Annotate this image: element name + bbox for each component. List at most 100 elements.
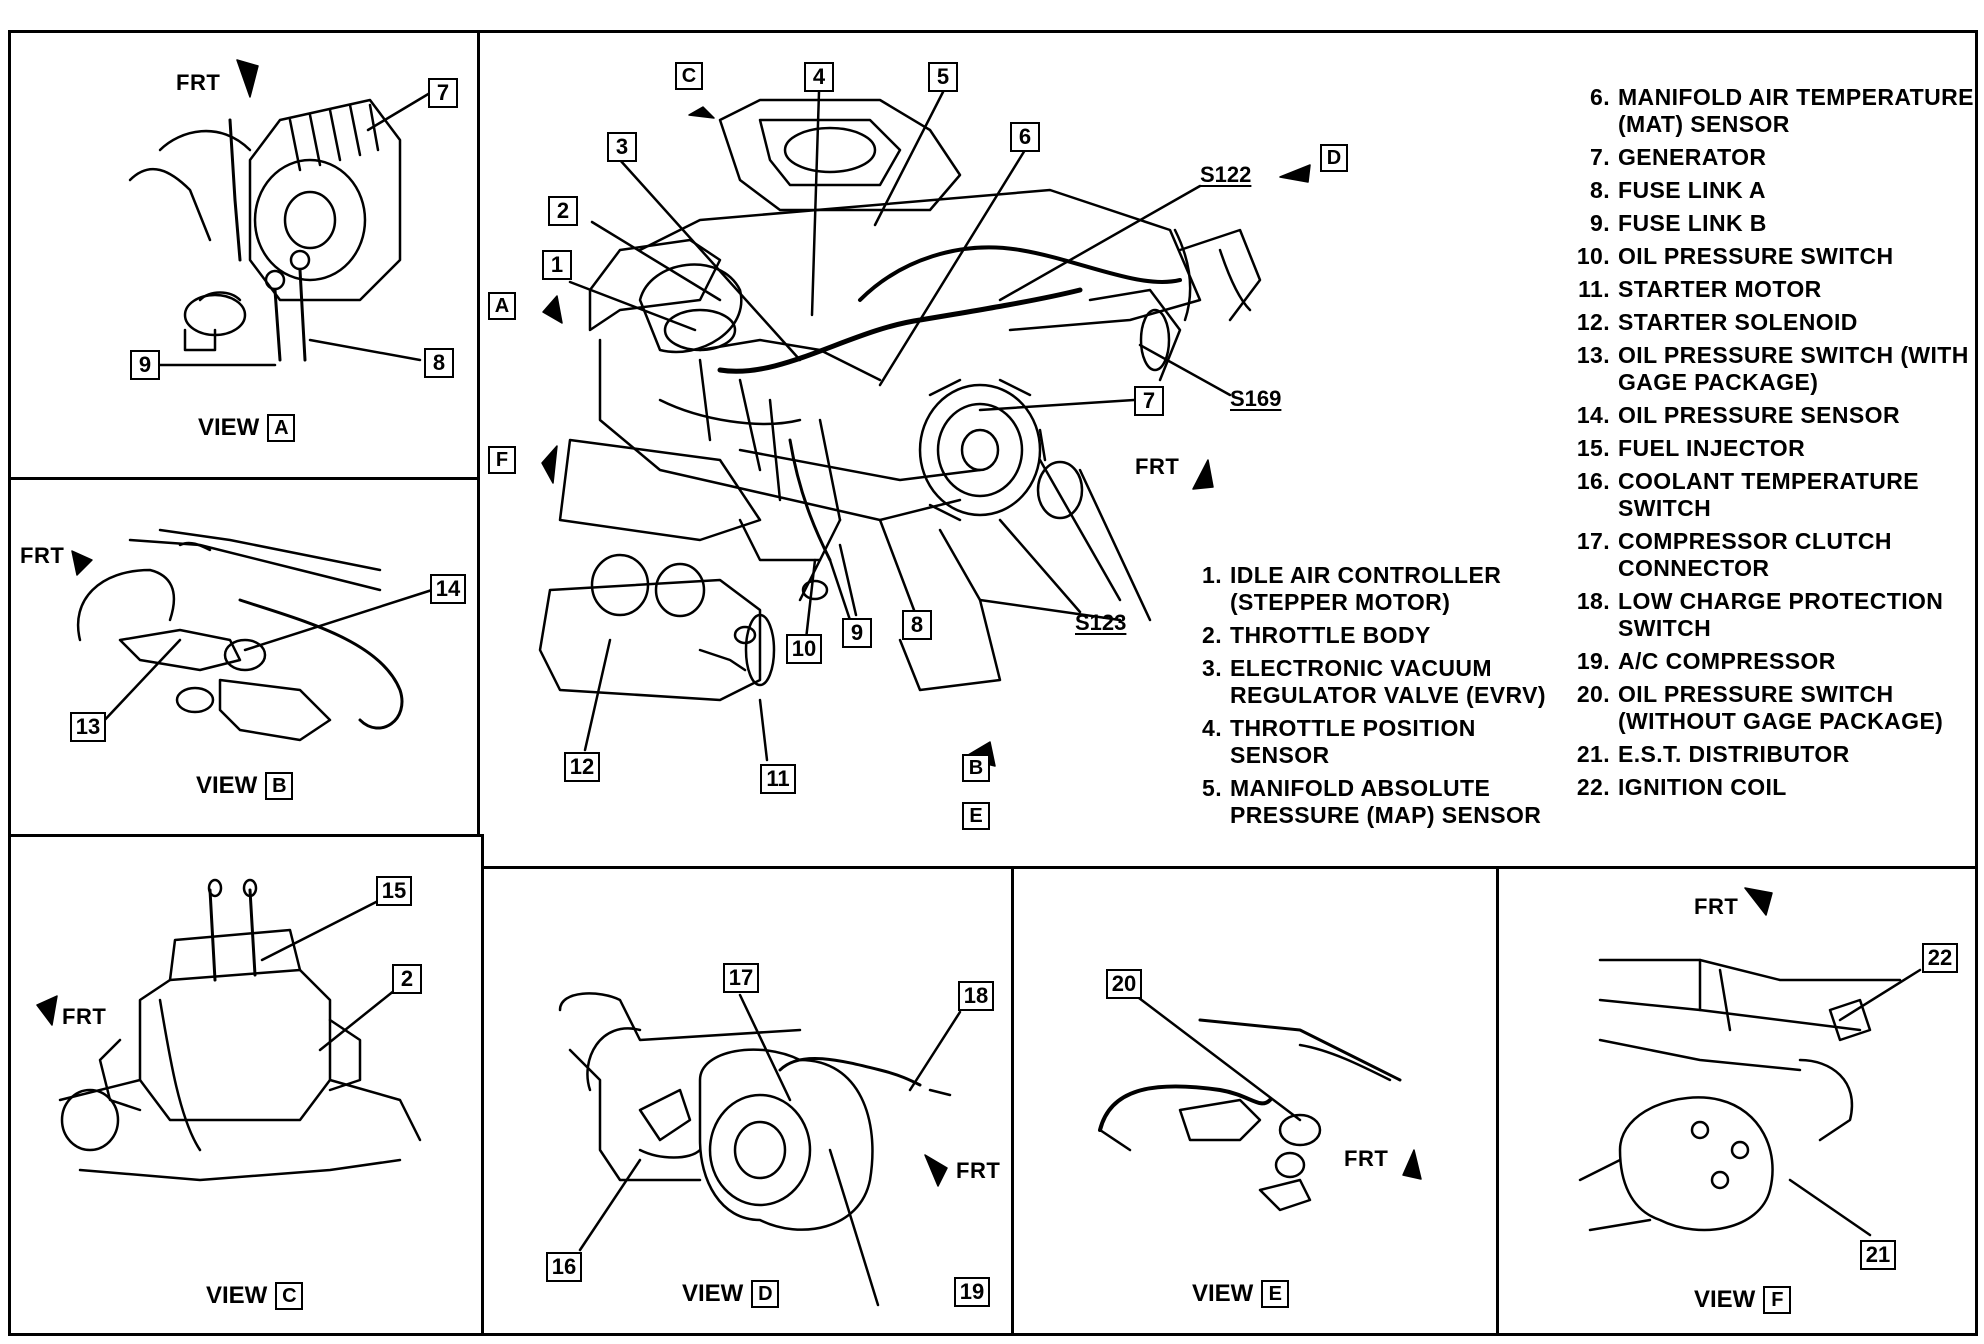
legend-text: MANIFOLD AIR TEMPERATURE (MAT) SENSOR xyxy=(1618,84,1974,137)
legend-item: 19. A/C COMPRESSOR xyxy=(1566,648,1978,675)
legend-item: 12. STARTER SOLENOID xyxy=(1566,309,1978,336)
view-b-frt-label: FRT xyxy=(20,543,65,568)
view-d-word: VIEW xyxy=(682,1280,744,1307)
callout-10: 10 xyxy=(786,634,822,664)
legend-text: THROTTLE POSITION SENSOR xyxy=(1230,715,1476,768)
legend-text: OIL PRESSURE SWITCH (WITHOUT GAGE PACKAG… xyxy=(1618,681,1944,734)
view-e-callout-20: 20 xyxy=(1106,969,1142,999)
legend-text: E.S.T. DISTRIBUTOR xyxy=(1618,741,1850,767)
legend-item: 7.GENERATOR xyxy=(1566,144,1978,171)
view-d-label: VIEW D xyxy=(682,1280,780,1308)
view-c-callout-15: 15 xyxy=(376,876,412,906)
view-a-word: VIEW xyxy=(198,414,260,441)
view-d-letter: D xyxy=(751,1280,780,1308)
view-f-illustration xyxy=(1578,958,1922,1237)
view-a-label: VIEW A xyxy=(198,414,296,442)
view-a-callout-7: 7 xyxy=(428,78,458,108)
view-a-illustration xyxy=(128,88,437,367)
legend-num: 5. xyxy=(1202,775,1222,801)
panel-view-f xyxy=(1496,866,1978,1336)
legend-item: 21.E.S.T. DISTRIBUTOR xyxy=(1566,741,1978,768)
legend-text: FUSE LINK A xyxy=(1618,177,1766,203)
legend-item: 17. COMPRESSOR CLUTCH CONNECTOR xyxy=(1566,528,1978,582)
view-c-word: VIEW xyxy=(206,1282,268,1309)
legend-num: 6. xyxy=(1590,84,1610,110)
legend-item: 16.COOLANT TEMPERATURE SWITCH xyxy=(1566,468,1978,522)
view-e-letter: E xyxy=(1261,1280,1290,1308)
legend-item: 2. THROTTLE BODY xyxy=(1178,622,1558,649)
view-c-frt-label: FRT xyxy=(62,1004,107,1029)
legend-text: FUSE LINK B xyxy=(1618,210,1767,236)
view-d-illustration xyxy=(558,992,962,1307)
legend-item: 18.LOW CHARGE PROTECTION SWITCH xyxy=(1566,588,1978,642)
view-f-frt-label: FRT xyxy=(1694,894,1739,919)
callout-7: 7 xyxy=(1134,386,1164,416)
legend-text: IGNITION COIL xyxy=(1618,774,1787,800)
view-f-callout-21: 21 xyxy=(1860,1240,1896,1270)
view-b-letter: B xyxy=(265,772,294,800)
view-b-illustration xyxy=(76,528,434,742)
legend-num: 19. xyxy=(1576,648,1610,674)
splice-s169: S169 xyxy=(1230,386,1282,411)
legend-text: OIL PRESSURE SWITCH xyxy=(1618,243,1894,269)
view-a-frt-label: FRT xyxy=(176,70,221,95)
splice-s123: S123 xyxy=(1075,610,1127,635)
view-d-frt-label: FRT xyxy=(956,1158,1001,1183)
legend-num: 15. xyxy=(1576,435,1610,461)
legend-item: 4.THROTTLE POSITION SENSOR xyxy=(1178,715,1558,769)
legend-text: STARTER MOTOR xyxy=(1618,276,1822,302)
view-e-frt-label: FRT xyxy=(1344,1146,1389,1171)
legend-text: COMPRESSOR CLUTCH CONNECTOR xyxy=(1618,528,1892,581)
legend-item: 5. MANIFOLD ABSOLUTE PRESSURE (MAP) SENSO… xyxy=(1178,775,1558,829)
legend-item: 15. FUEL INJECTOR xyxy=(1566,435,1978,462)
callout-4: 4 xyxy=(804,62,834,92)
view-b-callout-13: 13 xyxy=(70,712,106,742)
legend-num: 13. xyxy=(1576,342,1610,368)
view-d-callout-19: 19 xyxy=(954,1277,990,1307)
legend-item: 3.ELECTRONIC VACUUM REGULATOR VALVE (EVR… xyxy=(1178,655,1558,709)
legend-item: 11. STARTER MOTOR xyxy=(1566,276,1978,303)
legend-left-column: 1.IDLE AIR CONTROLLER (STEPPER MOTOR) 2.… xyxy=(1178,562,1558,835)
callout-2: 2 xyxy=(548,196,578,226)
main-leaders xyxy=(568,90,1232,762)
legend-text: THROTTLE BODY xyxy=(1230,622,1431,648)
view-b-word: VIEW xyxy=(196,772,258,799)
view-f-callout-22: 22 xyxy=(1922,943,1958,973)
view-c-illustration xyxy=(58,878,422,1182)
legend-num: 12. xyxy=(1576,309,1610,335)
callout-6: 6 xyxy=(1010,122,1040,152)
legend-num: 1. xyxy=(1202,562,1222,588)
view-ref-d: D xyxy=(1320,144,1348,172)
main-frt-label: FRT xyxy=(1135,454,1180,479)
legend-text: COOLANT TEMPERATURE SWITCH xyxy=(1618,468,1920,521)
legend-text: FUEL INJECTOR xyxy=(1618,435,1806,461)
legend-num: 14. xyxy=(1576,402,1610,428)
view-c-letter: C xyxy=(275,1282,304,1310)
view-e-illustration xyxy=(1098,993,1402,1212)
legend-num: 17. xyxy=(1576,528,1610,554)
legend-text: STARTER SOLENOID xyxy=(1618,309,1858,335)
view-ref-e: E xyxy=(962,802,990,830)
legend-text: A/C COMPRESSOR xyxy=(1618,648,1836,674)
callout-12: 12 xyxy=(564,752,600,782)
view-a-letter: A xyxy=(267,414,296,442)
callout-11: 11 xyxy=(760,764,796,794)
legend-right-column: 6.MANIFOLD AIR TEMPERATURE (MAT) SENSOR … xyxy=(1566,84,1978,807)
view-e-word: VIEW xyxy=(1192,1280,1254,1307)
legend-text: OIL PRESSURE SENSOR xyxy=(1618,402,1900,428)
legend-text: LOW CHARGE PROTECTION SWITCH xyxy=(1618,588,1944,641)
legend-text: MANIFOLD ABSOLUTE PRESSURE (MAP) SENSOR xyxy=(1230,775,1542,828)
legend-num: 11. xyxy=(1578,276,1610,302)
legend-num: 22. xyxy=(1576,774,1610,800)
legend-num: 20. xyxy=(1576,681,1610,707)
legend-item: 8.FUSE LINK A xyxy=(1566,177,1978,204)
callout-5: 5 xyxy=(928,62,958,92)
callout-1: 1 xyxy=(542,250,572,280)
legend-num: 3. xyxy=(1202,655,1222,681)
legend-item: 13.OIL PRESSURE SWITCH (WITH GAGE PACKAG… xyxy=(1566,342,1978,396)
legend-num: 2. xyxy=(1202,622,1222,648)
view-c-label: VIEW C xyxy=(206,1282,304,1310)
panel-view-c xyxy=(8,834,484,1336)
legend-item: 22. IGNITION COIL xyxy=(1566,774,1978,801)
view-d-callout-18: 18 xyxy=(958,981,994,1011)
